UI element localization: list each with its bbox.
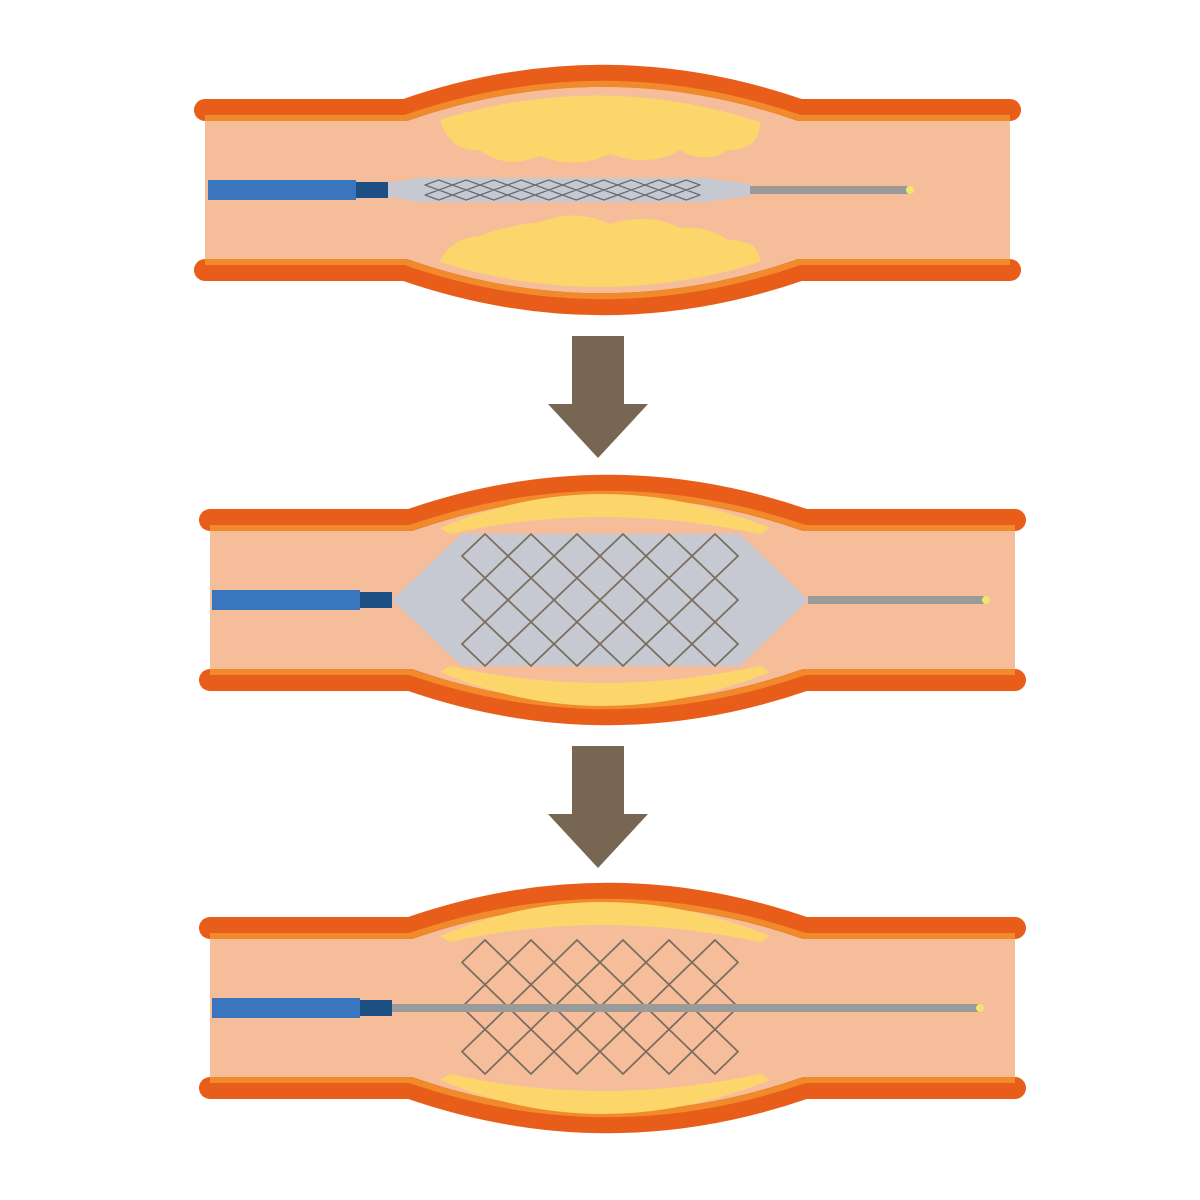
plaque-top — [440, 95, 760, 163]
down-arrow-2 — [548, 746, 648, 868]
plaque-top — [440, 494, 770, 534]
vessel-wall-top-outer — [199, 474, 1026, 531]
step-1-panel — [194, 64, 1021, 316]
plaque-top — [440, 902, 770, 942]
catheter-shaft — [212, 998, 360, 1018]
catheter-tip — [360, 1000, 392, 1016]
vessel-wall-bottom-outer — [199, 1077, 1026, 1134]
catheter-tip — [360, 592, 392, 608]
vessel-wall-top-inner — [210, 898, 1015, 939]
vessel-wall-top-inner — [210, 490, 1015, 531]
guidewire-tip — [906, 186, 914, 194]
guidewire — [808, 596, 984, 604]
down-arrow-1 — [548, 336, 648, 458]
vessel-wall-top-outer — [194, 64, 1021, 121]
guidewire-tip — [982, 596, 990, 604]
plaque-bottom — [440, 1074, 770, 1114]
crimped-stent-mesh — [424, 179, 701, 201]
catheter-shaft — [212, 590, 360, 610]
catheter-tip — [356, 182, 388, 198]
vessel-wall-bottom-inner — [210, 669, 1015, 710]
guidewire — [392, 1004, 978, 1012]
vessel-wall-top-outer — [199, 882, 1026, 939]
guidewire-tip — [976, 1004, 984, 1012]
vessel-wall-bottom-outer — [199, 669, 1026, 726]
vessel-wall-bottom-inner — [205, 259, 1010, 300]
plaque-bottom — [440, 215, 760, 287]
vessel-wall-bottom-outer — [194, 259, 1021, 316]
expanded-stent-mesh — [461, 533, 739, 667]
catheter-shaft — [208, 180, 356, 200]
arrow-shape — [548, 336, 648, 458]
step-2-panel — [199, 474, 1026, 726]
arrow-shape — [548, 746, 648, 868]
plaque-bottom — [440, 666, 770, 706]
step-3-panel — [199, 882, 1026, 1134]
guidewire — [750, 186, 908, 194]
vessel-wall-bottom-inner — [210, 1077, 1015, 1118]
vessel-wall-top-inner — [205, 80, 1010, 121]
